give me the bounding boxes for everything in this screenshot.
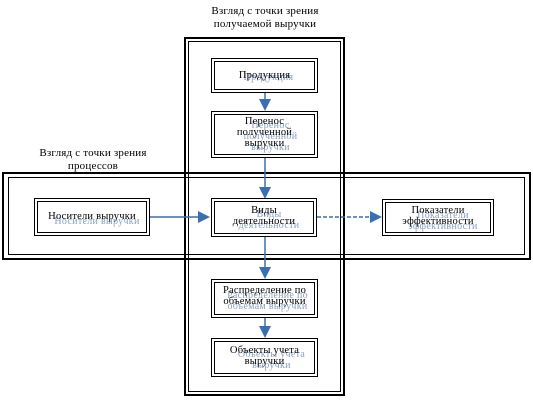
activities-box: Виды деятельности Виды деятельности <box>211 198 317 237</box>
carriers-box: Носители выручки Носители выручки <box>34 198 150 236</box>
distribution-label: Распределение по объемам выручки <box>222 285 307 307</box>
transfer-shadow-text: Перенос полученной выручки <box>243 120 298 153</box>
revenue-view-caption: Взгляд с точки зрения получаемой выручки <box>211 5 319 30</box>
activities-label: Виды деятельности <box>232 205 296 227</box>
carriers-shadow-text: Носители выручки <box>54 216 140 227</box>
distribution-box: Распределение по объемам выручки Распред… <box>211 279 318 318</box>
objects-label: Объекты учета выручки <box>229 345 300 367</box>
indicators-box: Показатели эффективности Показатели эффе… <box>382 199 494 236</box>
transfer-label: Перенос полученной выручки <box>236 116 293 149</box>
carriers-label: Носители выручки <box>48 211 136 222</box>
indicators-label: Показатели эффективности <box>402 205 474 227</box>
objects-shadow-text: Объекты учета выручки <box>237 349 306 371</box>
process-view-caption: Взгляд с точки зрения процессов <box>39 147 147 172</box>
objects-box: Объекты учета выручки Объекты учета выру… <box>211 338 318 377</box>
process-view-frame-inner <box>8 177 525 255</box>
activities-shadow-text: Виды деятельности <box>238 209 300 231</box>
production-label: Продукция <box>238 70 291 81</box>
transfer-box: Перенос полученной выручки Перенос получ… <box>211 111 318 158</box>
process-view-frame <box>2 172 531 260</box>
indicators-shadow-text: Показатели эффективности <box>408 210 478 232</box>
production-shadow-text: Продукция <box>243 72 294 83</box>
production-box: Продукция Продукция <box>211 58 318 93</box>
distribution-shadow-text: Распределение по объемам выручки <box>227 290 308 312</box>
